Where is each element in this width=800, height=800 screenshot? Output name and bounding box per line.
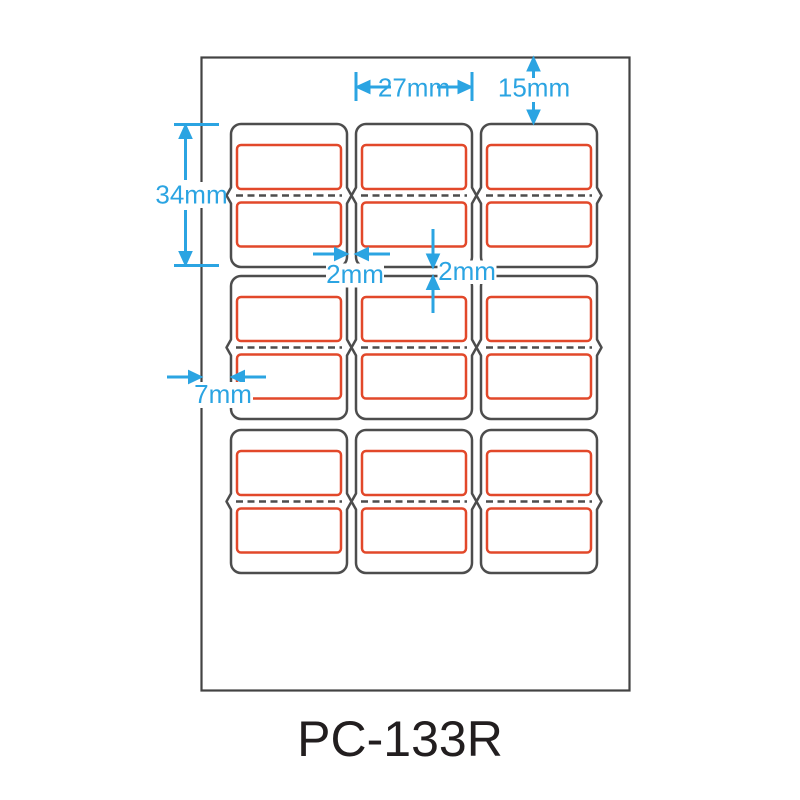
- label-piece-r2c2: [350, 274, 478, 421]
- label-piece-r1c2: [350, 122, 478, 269]
- dim-text-34mm: 34mm: [155, 180, 227, 210]
- dim-text-2mm-h: 2mm: [326, 259, 384, 289]
- arrow-down-head-icon: [178, 251, 193, 268]
- arrow-down-head-icon: [526, 109, 541, 126]
- arrow-right-head-icon: [457, 79, 474, 95]
- label-piece-r2c3: [475, 274, 603, 421]
- text-backplate: [326, 263, 384, 288]
- dim-text-27mm: 27mm: [378, 73, 450, 103]
- dimension-left-margin: 7mm: [167, 369, 266, 409]
- arrow-up-head-icon: [178, 122, 193, 139]
- text-backplate: [157, 182, 226, 208]
- product-code: PC-133R: [297, 711, 503, 767]
- dim-text-15mm: 15mm: [498, 73, 570, 103]
- dimension-piece-height: 34mm: [155, 122, 228, 268]
- text-backplate: [193, 382, 253, 408]
- dim-text-2mm-v: 2mm: [438, 256, 496, 286]
- text-backplate: [437, 260, 497, 284]
- arrow-left-head-icon: [353, 246, 369, 262]
- label-piece-r3c2: [350, 428, 478, 575]
- label-piece-r3c3: [475, 428, 603, 575]
- arrow-right-head-icon: [188, 369, 204, 385]
- dimension-label-width: 27mm: [354, 72, 474, 103]
- arrow-left-head-icon: [354, 79, 371, 95]
- arrow-right-head-icon: [334, 246, 350, 262]
- arrow-up-head-icon: [526, 55, 541, 72]
- dimension-top-margin: 15mm: [498, 55, 570, 126]
- arrow-left-head-icon: [229, 369, 245, 385]
- label-piece-r1c3: [475, 122, 603, 269]
- dimension-row-gap: 2mm: [425, 229, 497, 313]
- label-grid: [225, 122, 603, 575]
- dimension-column-gap: 2mm: [313, 246, 390, 289]
- arrow-up-head-icon: [425, 273, 441, 290]
- arrow-down-head-icon: [425, 253, 441, 270]
- label-piece-r3c1: [225, 428, 353, 575]
- label-piece-r1c1: [225, 122, 353, 269]
- dim-text-7mm: 7mm: [194, 379, 252, 409]
